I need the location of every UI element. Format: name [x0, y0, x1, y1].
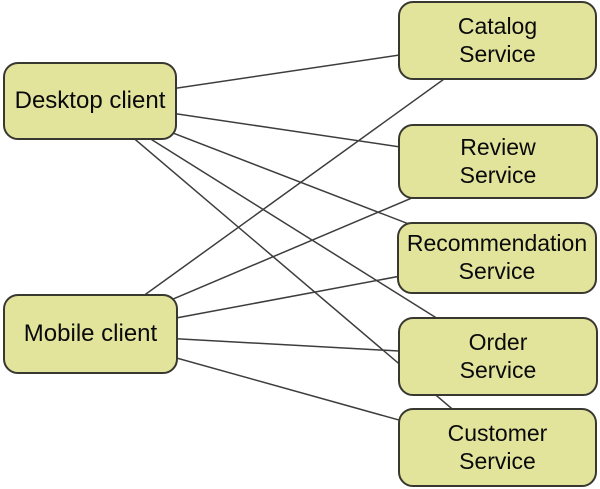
edge-mobile-catalog [90, 39, 498, 335]
node-review-service: Review Service [398, 124, 598, 199]
node-recommendation-service: Recommendation Service [397, 222, 597, 294]
edge-desktop-order [89, 100, 499, 358]
node-catalog-service: Catalog Service [398, 1, 597, 80]
node-customer-service: Customer Service [398, 408, 597, 487]
node-order-service: Order Service [398, 317, 598, 396]
node-desktop-client: Desktop client [3, 62, 177, 140]
node-mobile-client: Mobile client [3, 294, 178, 374]
